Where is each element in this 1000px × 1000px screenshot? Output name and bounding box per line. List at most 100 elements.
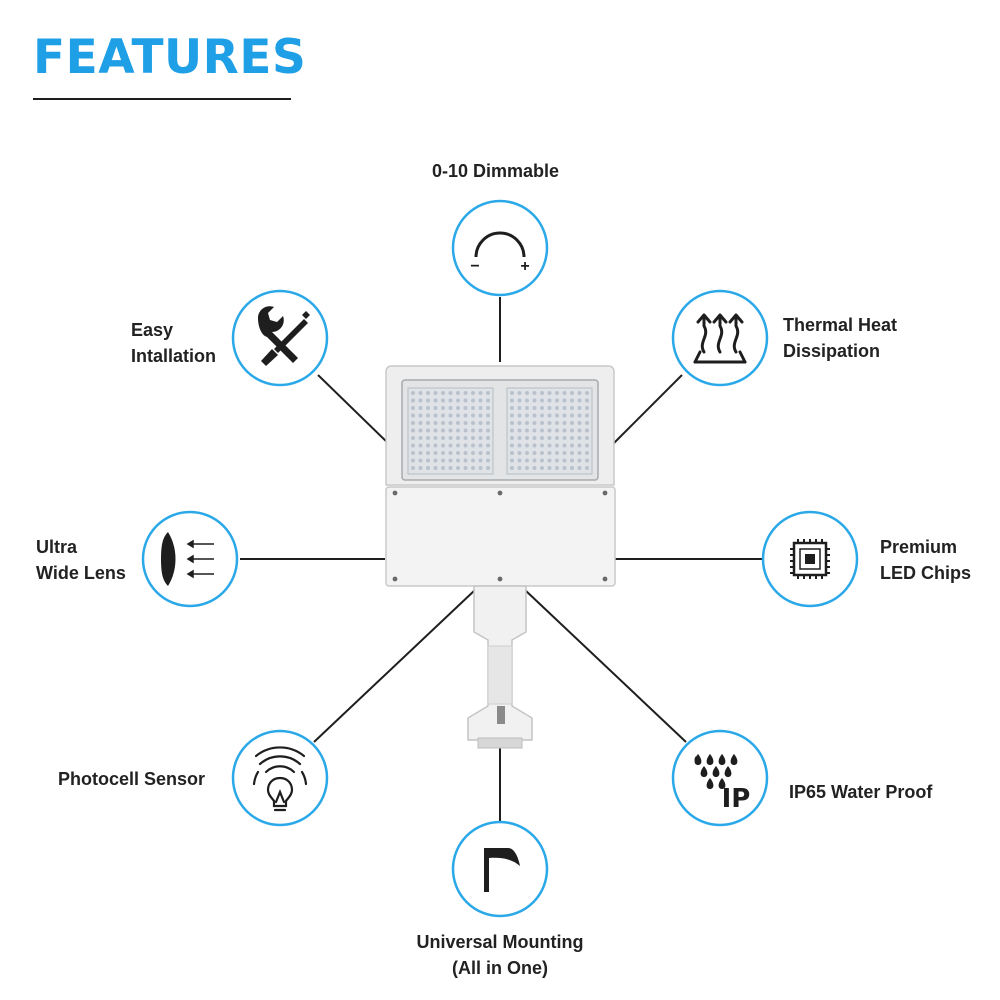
led-dot (448, 421, 453, 425)
led-dot (463, 391, 468, 395)
led-dot (547, 406, 552, 410)
led-dot (562, 406, 567, 410)
led-dot (411, 391, 415, 395)
led-dot (478, 413, 483, 418)
led-dot (456, 421, 460, 425)
led-dot (517, 391, 522, 395)
led-dot (532, 443, 537, 448)
street-light-fixture (385, 365, 616, 749)
water-drop (718, 754, 726, 765)
led-dot (448, 413, 453, 418)
led-dot (532, 436, 537, 440)
led-dot (510, 451, 514, 455)
led-dot (532, 458, 537, 463)
label-led-chips: Premium LED Chips (880, 534, 971, 586)
led-dot (540, 458, 544, 463)
led-dot (418, 413, 423, 418)
ip-text: IP (722, 784, 751, 814)
led-dot (555, 428, 559, 433)
led-dot (426, 466, 430, 470)
led-dot (510, 436, 514, 440)
led-dot (448, 451, 453, 455)
led-dot (463, 413, 468, 418)
label-easy-installation: Easy Intallation (131, 317, 216, 369)
led-dot (456, 398, 460, 403)
water-drop (694, 754, 702, 765)
led-dot (517, 398, 522, 403)
led-dot (577, 391, 582, 395)
led-dot (418, 466, 423, 470)
dimmer-plus: + (520, 258, 529, 275)
led-dot (448, 443, 453, 448)
water-drop (724, 766, 732, 777)
led-dot (525, 406, 529, 410)
led-dot (562, 436, 567, 440)
led-dot (532, 398, 537, 403)
led-dot (570, 436, 574, 440)
led-dot (562, 398, 567, 403)
led-dot (486, 413, 490, 418)
led-dot (426, 436, 430, 440)
led-dot (456, 458, 460, 463)
connector-thermal (611, 374, 683, 446)
led-dot (525, 466, 529, 470)
led-dot (418, 428, 423, 433)
led-dot (478, 398, 483, 403)
led-dot (517, 466, 522, 470)
led-dot (426, 406, 430, 410)
connector-ip65 (524, 589, 687, 743)
led-dot (471, 413, 475, 418)
led-dot (570, 443, 574, 448)
page-title: FEATURES (33, 30, 307, 85)
led-dot (510, 398, 514, 403)
led-dot (562, 451, 567, 455)
led-dot (517, 428, 522, 433)
lens-arrows-icon (161, 532, 214, 586)
label-dimmable: 0-10 Dimmable (432, 158, 559, 184)
led-dot (510, 443, 514, 448)
led-dot (577, 451, 582, 455)
led-dot (585, 406, 589, 410)
led-dot (547, 466, 552, 470)
led-dot (555, 443, 559, 448)
led-dot (555, 391, 559, 395)
led-dot (577, 413, 582, 418)
ring-easy-installation (231, 289, 329, 387)
led-dot (441, 391, 445, 395)
led-dot (540, 436, 544, 440)
led-dot (441, 458, 445, 463)
led-dot (478, 436, 483, 440)
led-dot (562, 421, 567, 425)
led-dot (448, 391, 453, 395)
label-mounting: Universal Mounting (All in One) (414, 929, 586, 981)
led-dot (441, 428, 445, 433)
led-dot (433, 451, 438, 455)
led-dot (555, 466, 559, 470)
led-dot (517, 451, 522, 455)
led-dot (456, 391, 460, 395)
led-dot (448, 436, 453, 440)
driver-housing (385, 486, 616, 587)
led-dot (448, 398, 453, 403)
led-dot (547, 413, 552, 418)
led-dot (555, 421, 559, 425)
led-dot (525, 443, 529, 448)
led-dot (411, 436, 415, 440)
led-dot (433, 421, 438, 425)
led-dot (471, 391, 475, 395)
heat-arrows-icon (693, 313, 747, 364)
ring-dimmable (451, 199, 549, 297)
led-dot (540, 391, 544, 395)
led-dots-right (510, 391, 589, 470)
led-dot (577, 458, 582, 463)
led-dot (441, 421, 445, 425)
connector-lines (240, 297, 762, 823)
led-dot (433, 398, 438, 403)
led-dot (448, 458, 453, 463)
led-dot (562, 391, 567, 395)
led-dot (478, 391, 483, 395)
led-dot (525, 451, 529, 455)
led-dot (426, 413, 430, 418)
led-dot (418, 398, 423, 403)
water-drops-ip-icon: IP (694, 754, 751, 814)
